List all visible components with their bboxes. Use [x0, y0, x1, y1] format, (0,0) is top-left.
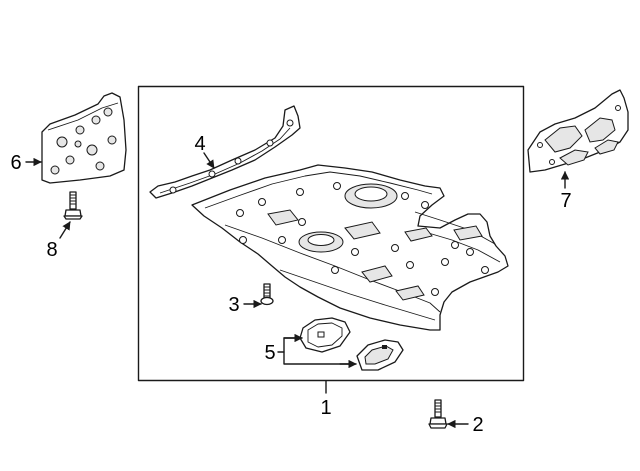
left-splash-shield-part-6[interactable]: [41, 92, 127, 184]
callout-6: 6: [10, 152, 21, 174]
callout-8: 8: [46, 239, 57, 261]
callout-4: 4: [194, 133, 205, 155]
callout-2: 2: [472, 414, 483, 436]
right-splash-shield-part-7[interactable]: [527, 89, 629, 173]
assembly-frame: [137, 85, 525, 382]
bolt-part-2[interactable]: [428, 399, 448, 429]
leader-5b: [283, 351, 355, 365]
leader-8: [59, 221, 71, 239]
callout-7: 7: [560, 190, 571, 212]
callout-5: 5: [264, 342, 275, 364]
leader-5: [277, 337, 302, 353]
callout-1: 1: [320, 397, 331, 419]
seal-strip-part-4[interactable]: [149, 105, 301, 199]
bolt-part-8[interactable]: [63, 191, 83, 220]
access-cover-part-5[interactable]: [299, 317, 404, 371]
screw-part-3[interactable]: [260, 283, 274, 306]
callout-3: 3: [228, 294, 239, 316]
under-shield-part-1[interactable]: [191, 164, 509, 331]
leader-4: [203, 152, 215, 169]
